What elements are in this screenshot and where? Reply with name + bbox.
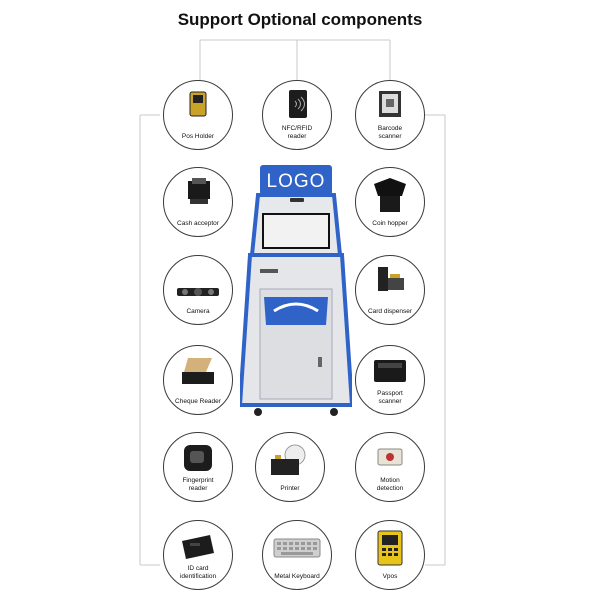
vpos-icon xyxy=(377,530,403,566)
printer-icon xyxy=(271,444,306,475)
motion-detection-item: Motion detection xyxy=(355,432,425,502)
id-card-label: ID card identification xyxy=(179,565,217,580)
coin-hopper-icon xyxy=(374,178,406,212)
passport-scanner-item: Passport scanner xyxy=(355,345,425,415)
printer-item: Printer xyxy=(255,432,325,502)
coin-hopper-item: Coin hopper xyxy=(355,167,425,237)
cash-acceptor-icon xyxy=(188,178,210,204)
printer-label: Printer xyxy=(280,485,300,492)
barcode-scanner-label: Barcode scanner xyxy=(377,125,403,140)
id-card-item: ID card identification xyxy=(163,520,233,590)
coin-hopper-label: Coin hopper xyxy=(372,220,408,227)
keyboard-icon xyxy=(273,538,321,558)
motion-detection-icon xyxy=(377,448,403,466)
cheque-reader-icon xyxy=(182,358,214,384)
camera-label: Camera xyxy=(186,308,210,315)
pos-holder-item: Pos Holder xyxy=(163,80,233,150)
vpos-label: Vpos xyxy=(382,573,398,580)
cash-acceptor-label: Cash acceptor xyxy=(177,220,219,227)
card-dispenser-item: Card dispenser xyxy=(355,255,425,325)
camera-icon xyxy=(177,288,219,296)
fingerprint-reader-label: Fingerprint reader xyxy=(182,477,214,492)
metal-keyboard-label: Metal Keyboard xyxy=(274,573,320,580)
nfc-reader-label: NFC/RFID reader xyxy=(281,125,313,140)
id-card-reader-icon xyxy=(182,535,214,559)
kiosk-image: LOGO xyxy=(237,165,355,425)
metal-keyboard-item: Metal Keyboard xyxy=(262,520,332,590)
kiosk-icon xyxy=(237,165,355,416)
pos-holder-label: Pos Holder xyxy=(181,133,215,140)
nfc-reader-icon xyxy=(289,90,307,118)
motion-detection-label: Motion detection xyxy=(376,477,404,492)
vpos-item: Vpos xyxy=(355,520,425,590)
barcode-scanner-item: Barcode scanner xyxy=(355,80,425,150)
card-dispenser-label: Card dispenser xyxy=(367,308,413,315)
pos-holder-icon xyxy=(189,91,207,117)
cheque-reader-label: Cheque Reader xyxy=(175,398,221,405)
fingerprint-reader-item: Fingerprint reader xyxy=(163,432,233,502)
nfc-reader-item: NFC/RFID reader xyxy=(262,80,332,150)
cheque-reader-item: Cheque Reader xyxy=(163,345,233,415)
kiosk-logo: LOGO xyxy=(266,171,326,192)
fingerprint-reader-icon xyxy=(184,445,212,471)
passport-scanner-label: Passport scanner xyxy=(377,390,403,405)
cash-acceptor-item: Cash acceptor xyxy=(163,167,233,237)
camera-item: Camera xyxy=(163,255,233,325)
page-title: Support Optional components xyxy=(177,10,423,29)
barcode-scanner-icon xyxy=(379,91,401,117)
card-dispenser-icon xyxy=(378,267,404,291)
passport-scanner-icon xyxy=(374,360,406,382)
